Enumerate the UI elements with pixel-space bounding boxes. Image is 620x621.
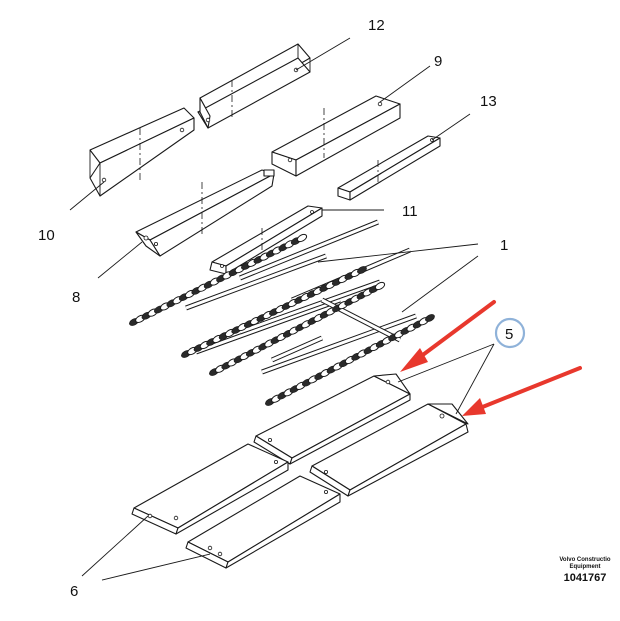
callout-labels: 12 9 13 10 11 1 8 5 6	[38, 17, 513, 600]
highlight-circle	[494, 317, 526, 349]
part-13-angle-strip	[337, 135, 441, 201]
highlight-arrows	[400, 300, 582, 416]
brand-line-2: Equipment	[569, 564, 601, 570]
leader-lines	[69, 37, 495, 581]
part-1-chain-assembly	[129, 219, 435, 406]
red-arrow-upper	[400, 300, 496, 372]
part-11-angle-strip	[209, 205, 323, 275]
red-arrow-lower	[462, 366, 582, 416]
manufacturer-label: Volvo Constructio Equipment 1041767	[550, 557, 620, 584]
drawing-number: 1041767	[563, 572, 607, 584]
callout-11: 11	[402, 203, 418, 220]
part-9-angle-guard	[271, 95, 401, 177]
part-8-v-guard	[135, 169, 275, 257]
callout-13: 13	[480, 93, 497, 110]
callout-10: 10	[38, 227, 55, 244]
callout-1: 1	[500, 237, 508, 254]
part-5-track-pad-left	[253, 373, 411, 465]
callout-8: 8	[72, 289, 80, 306]
part-6-track-pad-upper	[131, 443, 289, 535]
callout-12: 12	[368, 17, 385, 34]
callout-6: 6	[70, 583, 78, 600]
part-10-angle-guard	[89, 107, 195, 197]
part-5-track-pad-right	[309, 403, 469, 497]
part-12-angle-guard	[197, 43, 311, 129]
brand-line-1: Volvo Constructio	[559, 557, 611, 563]
callout-5: 5	[505, 326, 513, 343]
callout-9: 9	[434, 53, 442, 70]
